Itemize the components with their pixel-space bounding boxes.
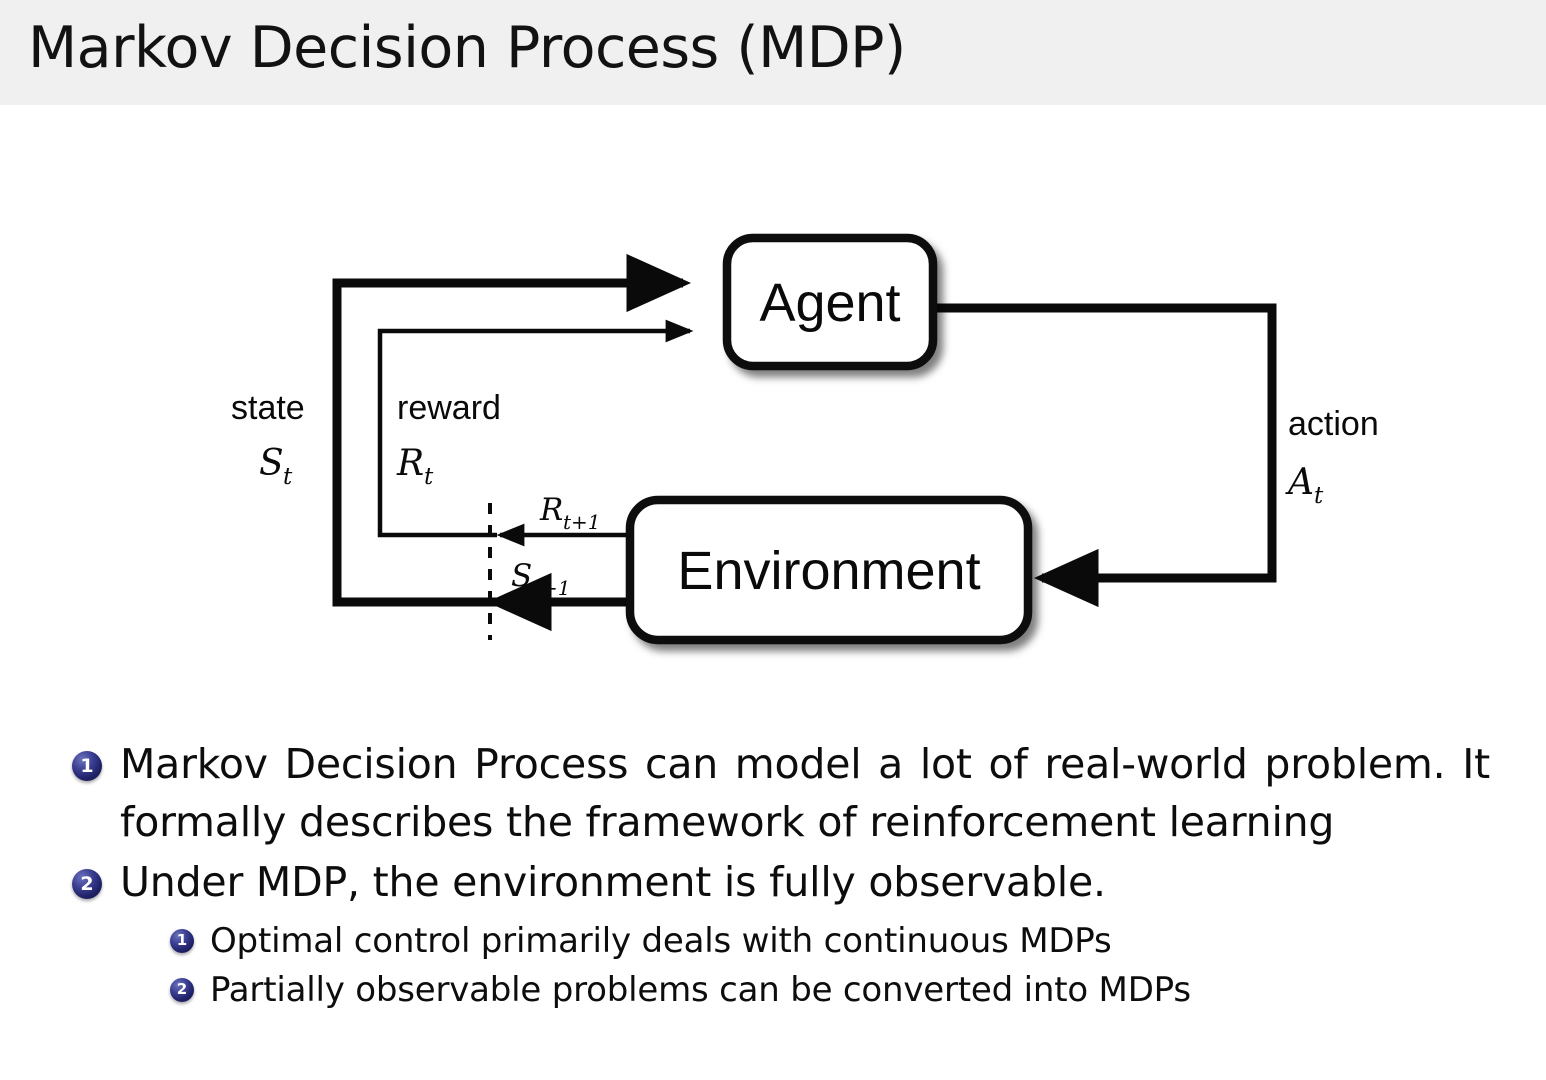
bullet-text: Optimal control primarily deals with con… bbox=[210, 920, 1112, 961]
reward-symbol-label: R bbox=[396, 443, 424, 484]
environment-box-label: Environment bbox=[677, 541, 980, 601]
edge-action-loop bbox=[933, 303, 1277, 608]
list-item: 2 Under MDP, the environment is fully ob… bbox=[0, 853, 1546, 911]
action-word-label: action bbox=[1288, 405, 1379, 443]
action-symbol-label: A bbox=[1285, 462, 1314, 503]
bullet-number-badge: 1 bbox=[170, 928, 194, 953]
arrow-state-into-agent bbox=[332, 253, 692, 607]
next-state-subscript: t+1 bbox=[533, 576, 571, 600]
list-item: 2 Partially observable problems can be c… bbox=[0, 967, 1546, 1014]
diagram-node-agent: Agent bbox=[722, 233, 938, 371]
state-symbol-subscript: t bbox=[283, 464, 293, 490]
bullet-list: 1 Markov Decision Process can model a lo… bbox=[0, 735, 1546, 1015]
reward-word-label: reward bbox=[397, 389, 501, 427]
label-next-reward: R t+1 bbox=[539, 492, 601, 534]
state-symbol-label: S bbox=[259, 443, 284, 484]
page-title: Markov Decision Process (MDP) bbox=[28, 15, 906, 81]
environment-box bbox=[625, 495, 1033, 645]
label-state: state S t bbox=[231, 389, 305, 490]
next-reward-symbol-label: R bbox=[539, 492, 563, 528]
state-word-label: state bbox=[231, 389, 305, 427]
label-action: action A t bbox=[1285, 405, 1379, 509]
bullet-text: Markov Decision Process can model a lot … bbox=[120, 740, 1490, 847]
bullet-number-badge: 2 bbox=[170, 977, 194, 1002]
slide-header-band: Markov Decision Process (MDP) bbox=[0, 0, 1546, 105]
next-reward-subscript: t+1 bbox=[563, 510, 601, 534]
label-next-state: S t+1 bbox=[511, 558, 571, 600]
label-reward: reward R t bbox=[396, 389, 501, 490]
sub-bullet-list: 1 Optimal control primarily deals with c… bbox=[0, 918, 1546, 1014]
agent-environment-diagram: Agent Environment state S t reward R t a… bbox=[0, 105, 1546, 705]
next-state-symbol-label: S bbox=[511, 558, 532, 594]
agent-box bbox=[722, 233, 938, 371]
reward-symbol-subscript: t bbox=[424, 464, 434, 490]
bullet-text: Partially observable problems can be con… bbox=[210, 969, 1191, 1010]
list-item: 1 Markov Decision Process can model a lo… bbox=[0, 735, 1546, 851]
list-item: 1 Optimal control primarily deals with c… bbox=[0, 918, 1546, 965]
action-symbol-subscript: t bbox=[1314, 483, 1324, 509]
bullet-number-badge: 2 bbox=[72, 869, 102, 900]
bullet-number-badge: 1 bbox=[72, 751, 102, 781]
diagram-node-environment: Environment bbox=[625, 495, 1033, 645]
diagram-canvas: Agent Environment state S t reward R t a… bbox=[231, 233, 1379, 645]
agent-box-label: Agent bbox=[759, 273, 900, 333]
arrow-reward-into-agent bbox=[377, 319, 694, 538]
bullet-text: Under MDP, the environment is fully obse… bbox=[120, 858, 1106, 907]
